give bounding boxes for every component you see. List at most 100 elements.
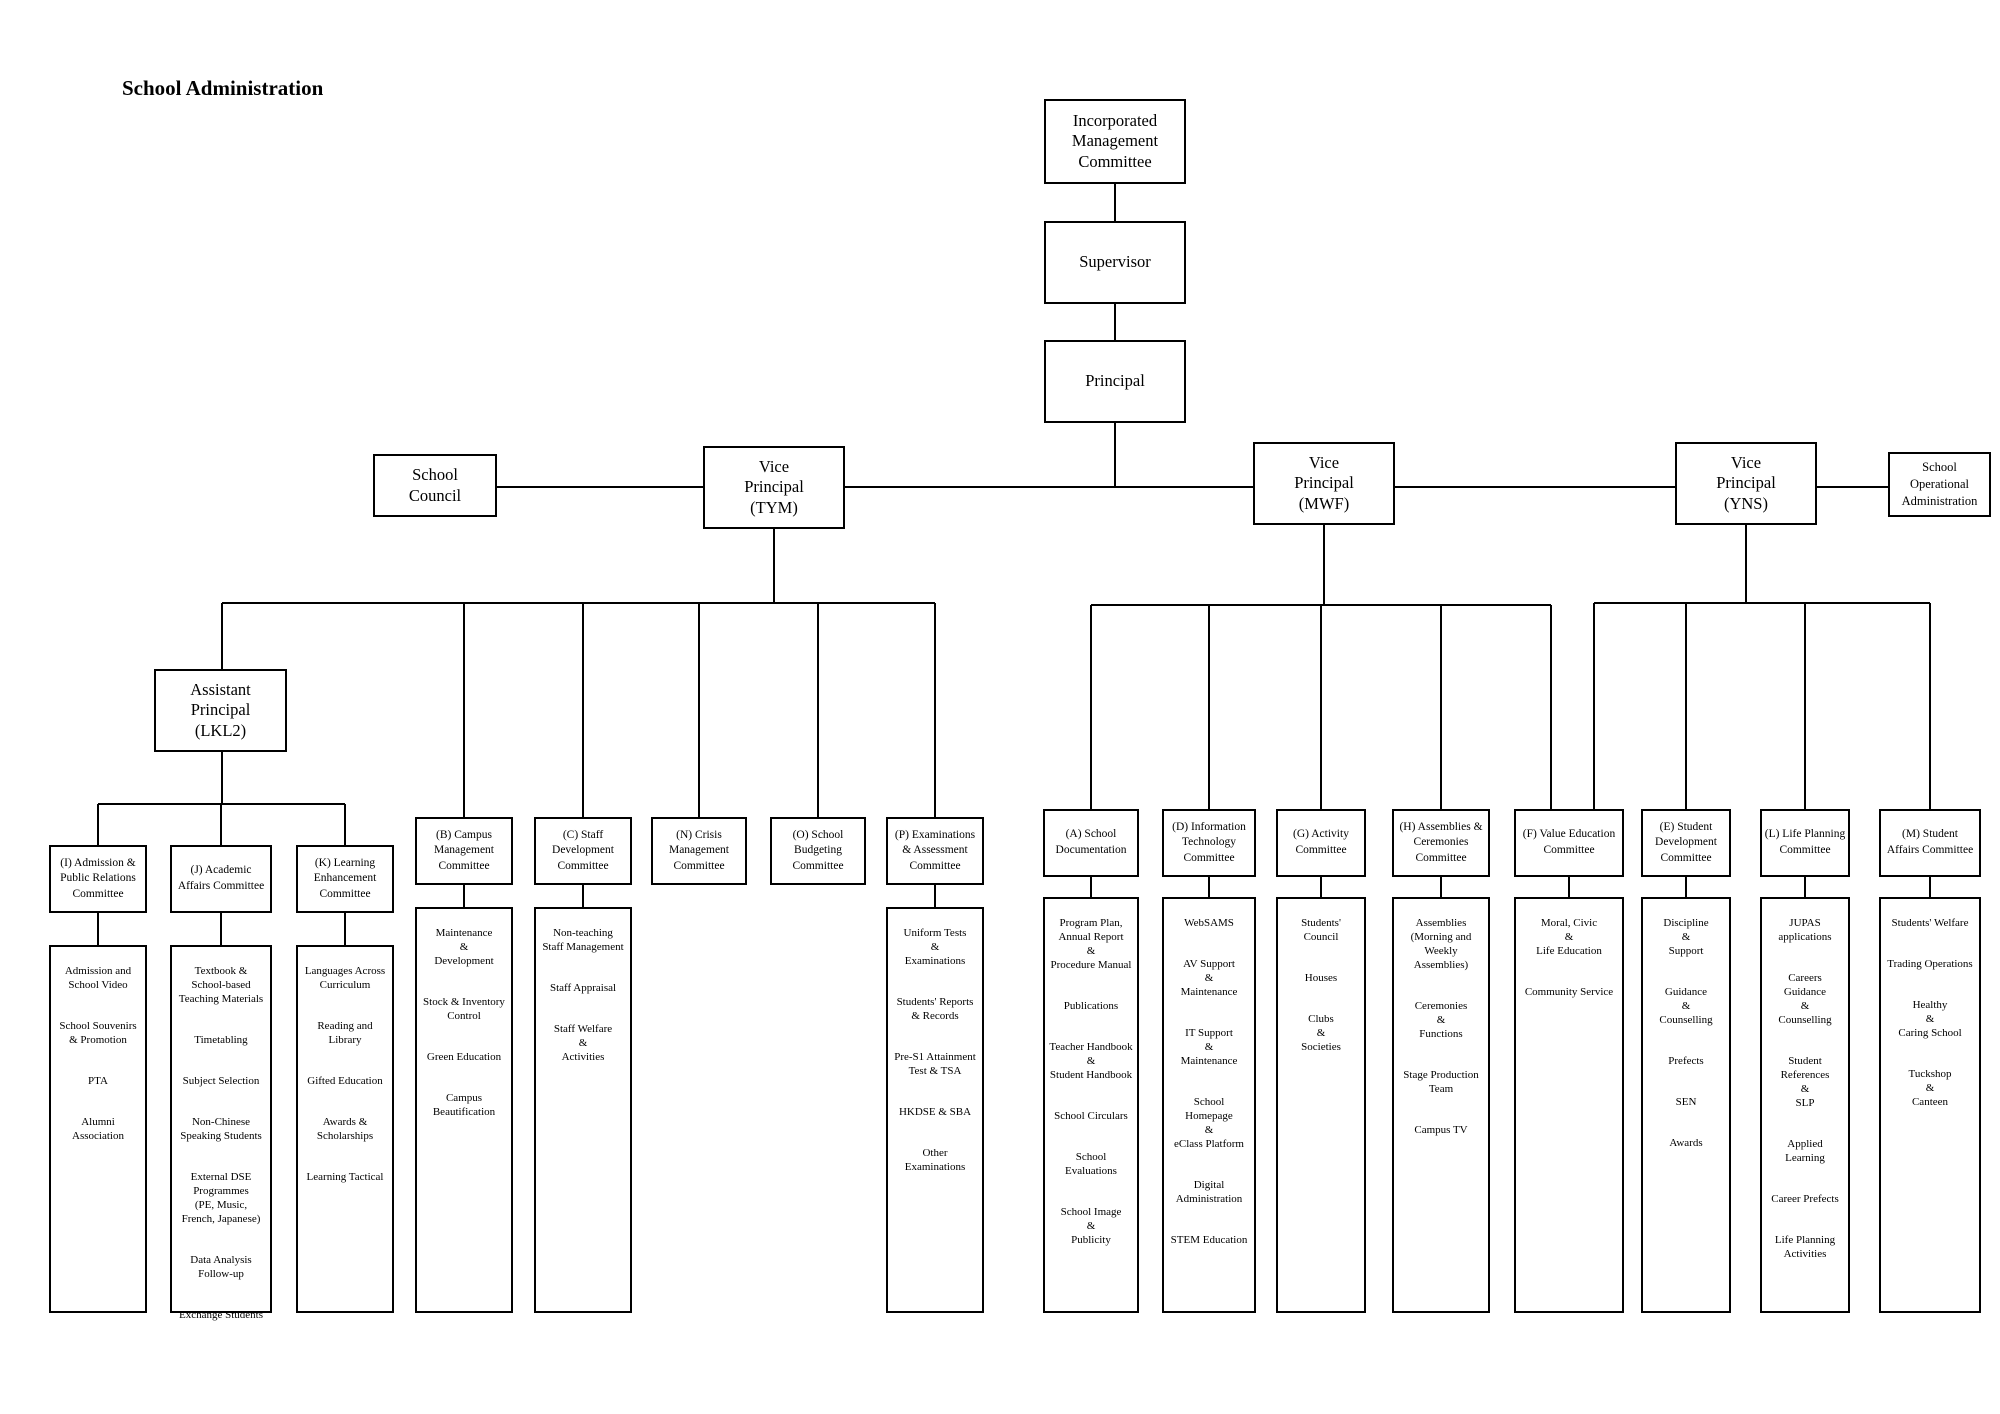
committee-c: (C) Staff Development Committee xyxy=(534,817,632,885)
duty-item: HKDSE & SBA xyxy=(898,1106,972,1119)
committee-a: (A) School Documentation xyxy=(1043,809,1139,877)
node-school-operational-admin-label: School Operational Administration xyxy=(1901,460,1978,508)
duty-item: Discipline & Support xyxy=(1663,917,1709,957)
committee-l-label: (L) Life Planning Committee xyxy=(1764,828,1846,856)
committee-e-label: (E) Student Development Committee xyxy=(1655,820,1717,864)
duty-item: School Image & Publicity xyxy=(1060,1206,1122,1246)
duty-item: Admission and School Video xyxy=(64,965,132,991)
committee-o: (O) School Budgeting Committee xyxy=(770,817,866,885)
duty-item: Reading and Library xyxy=(317,1020,373,1046)
node-school-council: School Council xyxy=(373,454,497,517)
duty-item: Exchange Students xyxy=(178,1309,263,1322)
committee-i-label: (I) Admission & Public Relations Committ… xyxy=(60,856,136,900)
duty-item: School Homepage & eClass Platform xyxy=(1174,1096,1244,1150)
committee-b: (B) Campus Management Committee xyxy=(415,817,513,885)
committee-j: (J) Academic Affairs Committee xyxy=(170,845,272,913)
duty-item: Students' Welfare xyxy=(1891,917,1969,930)
duty-item: Students' Reports & Records xyxy=(896,996,974,1022)
duty-item: Stage Production Team xyxy=(1403,1069,1479,1095)
committee-h-label: (H) Assemblies & Ceremonies Committee xyxy=(1399,820,1483,864)
duty-item: External DSE Programmes (PE, Music, Fren… xyxy=(181,1171,261,1225)
duty-item: Trading Operations xyxy=(1887,958,1973,971)
node-ap-lkl2: Assistant Principal (LKL2) xyxy=(154,669,287,752)
committee-j-duties: Textbook & School-based Teaching Materia… xyxy=(170,945,272,1321)
duty-item: Publications xyxy=(1063,1000,1119,1013)
duty-item: Applied Learning xyxy=(1785,1138,1825,1164)
committee-f-label: (F) Value Education Committee xyxy=(1522,828,1616,856)
duty-item: Non-teaching Staff Management xyxy=(542,927,624,953)
node-imc-label: Incorporated Management Committee xyxy=(1071,111,1159,171)
duty-item: Digital Administration xyxy=(1175,1179,1243,1205)
duty-item: Student References & SLP xyxy=(1780,1055,1830,1109)
node-school-council-label: School Council xyxy=(408,465,462,505)
duty-item: Tuckshop & Canteen xyxy=(1908,1068,1952,1108)
duty-item: SEN xyxy=(1675,1096,1697,1109)
committee-d-duties: WebSAMS AV Support & Maintenance IT Suppor… xyxy=(1162,897,1256,1313)
duty-item: School Evaluations xyxy=(1065,1151,1117,1177)
duty-item: School Circulars xyxy=(1054,1110,1128,1123)
node-school-operational-admin: School Operational Administration xyxy=(1888,452,1991,517)
duty-item: Moral, Civic & Life Education xyxy=(1536,917,1602,957)
duty-item: Pre-S1 Attainment Test & TSA xyxy=(894,1051,976,1077)
duty-item: Healthy & Caring School xyxy=(1898,999,1962,1039)
duty-item: Timetabling xyxy=(194,1034,248,1047)
committee-p: (P) Examinations & Assessment Committee xyxy=(886,817,984,885)
duty-item: Community Service xyxy=(1524,986,1614,999)
duty-item: Campus Beautification xyxy=(432,1092,496,1118)
node-vp-mwf-label: Vice Principal (MWF) xyxy=(1294,453,1354,513)
duty-item: Teacher Handbook & Student Handbook xyxy=(1049,1041,1133,1081)
node-ap-lkl2-label: Assistant Principal (LKL2) xyxy=(190,680,251,740)
node-vp-yns: Vice Principal (YNS) xyxy=(1675,442,1817,525)
duty-item: Careers Guidance & Counselling xyxy=(1778,972,1832,1026)
duty-item: IT Support & Maintenance xyxy=(1180,1027,1238,1067)
node-principal-label: Principal xyxy=(1085,371,1145,391)
duty-item: Ceremonies & Functions xyxy=(1414,1000,1468,1040)
duty-item: WebSAMS xyxy=(1184,917,1234,930)
committee-m-label: (M) Student Affairs Committee xyxy=(1886,828,1974,856)
committee-m: (M) Student Affairs Committee xyxy=(1879,809,1981,877)
duty-item: Learning Tactical xyxy=(306,1171,384,1184)
committee-g: (G) Activity Committee xyxy=(1276,809,1366,877)
duty-item: Career Prefects xyxy=(1771,1193,1839,1206)
committee-k-label: (K) Learning Enhancement Committee xyxy=(313,856,377,900)
committee-c-label: (C) Staff Development Committee xyxy=(552,828,614,872)
duty-item: Green Education xyxy=(426,1051,502,1064)
duty-item: STEM Education xyxy=(1170,1234,1248,1247)
duty-item: Uniform Tests & Examinations xyxy=(903,927,967,967)
duty-item: Languages Across Curriculum xyxy=(304,965,386,991)
node-vp-tym-label: Vice Principal (TYM) xyxy=(744,457,804,517)
committee-f: (F) Value Education Committee xyxy=(1514,809,1624,877)
duty-item: Guidance & Counselling xyxy=(1659,986,1713,1026)
committee-j-label: (J) Academic Affairs Committee xyxy=(177,864,265,892)
node-vp-yns-label: Vice Principal (YNS) xyxy=(1716,453,1776,513)
duty-item: Stock & Inventory Control xyxy=(423,996,505,1022)
committee-d-label: (D) Information Technology Committee xyxy=(1172,820,1246,864)
duty-item: Students' Council xyxy=(1301,917,1341,943)
committee-h: (H) Assemblies & Ceremonies Committee xyxy=(1392,809,1490,877)
duty-item: Awards xyxy=(1669,1137,1703,1150)
duty-item: Staff Welfare & Activities xyxy=(553,1023,613,1063)
committee-l: (L) Life Planning Committee xyxy=(1760,809,1850,877)
committee-h-duties: Assemblies (Morning and Weekly Assemblie… xyxy=(1392,897,1490,1313)
committee-d: (D) Information Technology Committee xyxy=(1162,809,1256,877)
node-supervisor: Supervisor xyxy=(1044,221,1186,304)
node-principal: Principal xyxy=(1044,340,1186,423)
duty-item: Non-Chinese Speaking Students xyxy=(180,1116,262,1142)
duty-item: AV Support & Maintenance xyxy=(1180,958,1238,998)
committee-a-label: (A) School Documentation xyxy=(1055,828,1127,856)
committee-i: (I) Admission & Public Relations Committ… xyxy=(49,845,147,913)
duty-item: Subject Selection xyxy=(182,1075,260,1088)
duty-item: Prefects xyxy=(1668,1055,1704,1068)
duty-item: Alumni Association xyxy=(72,1116,124,1142)
